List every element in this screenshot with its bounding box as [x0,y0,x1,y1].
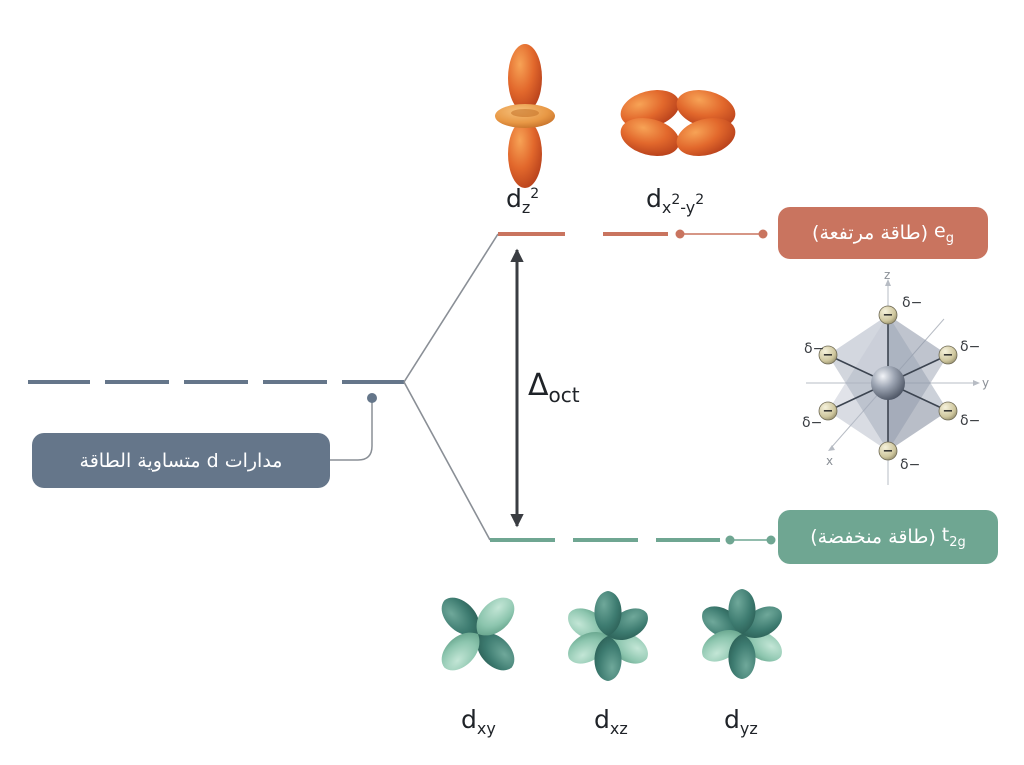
degenerate-d-orbitals-label: مدارات d متساوية الطاقة [32,433,330,488]
metal-center [871,366,905,400]
svg-text:−: − [943,404,954,419]
ligand: − [878,441,898,461]
dxz-label: dxz [594,705,628,738]
svg-text:−: − [943,348,954,363]
eg-symbol: eg [934,220,954,246]
eg-pill-text: (طاقة مرتفعة) [812,222,928,244]
dx2-y2-label: dx2-y2 [646,184,705,217]
svg-text:−: − [883,308,894,323]
ligand-charge-label: δ− [960,413,980,429]
eg-connector [675,229,768,239]
split-line-up [403,233,499,383]
dz2-label: dz2 [506,184,540,217]
dxy-orbital-icon [434,590,522,678]
dz2-orbital-icon [495,44,555,188]
ligand-charge-label: δ− [960,339,980,355]
split-line-down [403,381,491,541]
octahedral-complex-icon: − − − − − − δ− δ− δ− δ− δ− δ− [802,268,989,485]
svg-text:−: − [883,444,894,459]
ligand-charge-label: δ− [802,415,822,431]
dxz-orbital-icon [562,591,654,681]
ligand-charge-label: δ− [804,341,824,357]
ligand-charge-label: δ− [902,295,922,311]
degenerate-pill-text: مدارات d متساوية الطاقة [79,449,283,472]
degenerate-connector [330,393,377,461]
t2g-pill-text: (طاقة منخفضة) [810,526,936,548]
dxy-label: dxy [461,705,496,738]
y-axis-label: y [982,376,989,390]
dyz-label: dyz [724,705,758,738]
delta-oct-label: Δoct [528,368,580,407]
ligand: − [938,401,958,421]
t2g-connector [725,535,776,545]
dx2-y2-orbital-icon [620,89,736,157]
ligand: − [938,345,958,365]
t2g-low-energy-label: (طاقة منخفضة) t2g [778,510,998,564]
svg-text:−: − [823,348,834,363]
x-axis-label: x [826,454,833,468]
ligand: − [818,401,838,421]
ligand: − [878,305,898,325]
ligand: − [818,345,838,365]
svg-text:−: − [823,404,834,419]
eg-high-energy-label: (طاقة مرتفعة) eg [778,207,988,259]
dyz-orbital-icon [696,589,788,679]
t2g-symbol: t2g [941,524,966,550]
z-axis-label: z [884,268,890,282]
ligand-charge-label: δ− [900,457,920,473]
